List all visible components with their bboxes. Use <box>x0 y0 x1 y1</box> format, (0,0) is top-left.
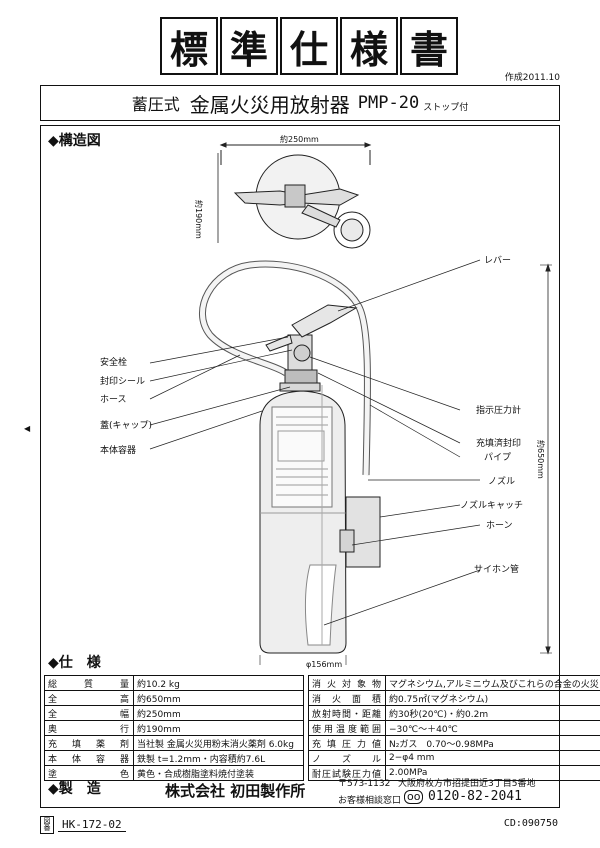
label-cap: 蓋(キャップ) <box>100 421 153 431</box>
title-char-4: 様 <box>340 17 398 75</box>
spec-row: 消火対象物マグネシウム,アルミニウム及びこれらの合金の火災 <box>307 675 600 691</box>
subtitle-main: 金属火災用放射器 <box>189 92 350 117</box>
label-pipe: パイプ <box>484 453 512 463</box>
spec-value: N₂ガス 0.70〜0.98MPa <box>385 735 600 751</box>
spec-value: 約10.2 kg <box>133 675 304 691</box>
doc-number: 図番 HK-172-02 <box>40 816 126 834</box>
label-safety-pin: 安全栓 <box>100 358 128 368</box>
zuban-label: 図番 <box>40 816 54 834</box>
freedial-icon: oo <box>404 790 424 804</box>
subtitle-prefix: 蓄圧式 <box>131 95 180 114</box>
spec-value: −30℃〜＋40℃ <box>385 720 600 736</box>
spec-row: 使用温度範囲−30℃〜＋40℃ <box>307 720 600 736</box>
structure-drawing <box>149 142 552 665</box>
spec-label: 充填薬剤 <box>44 735 134 751</box>
spec-label: 使用温度範囲 <box>307 720 387 736</box>
dim-depth: 約190mm <box>194 200 203 239</box>
spec-value: 約30秒(20℃)・約0.2m <box>385 705 600 721</box>
spec-value: 約0.75㎡(マグネシウム) <box>385 690 600 706</box>
spec-row: 放射時間・距離約30秒(20℃)・約0.2m <box>307 705 600 721</box>
spec-table-right: 消火対象物マグネシウム,アルミニウム及びこれらの合金の火災消火面積約0.75㎡(… <box>307 675 600 781</box>
label-seal: 封印シール <box>100 377 146 387</box>
title-char-2: 準 <box>220 17 278 75</box>
spec-label: 消火対象物 <box>307 675 387 691</box>
doc-number-value: HK-172-02 <box>58 818 126 832</box>
maker-postal: 〒573-1132 <box>338 779 391 789</box>
spec-value: 当社製 金属火災用粉末消火薬剤 6.0kg <box>133 735 304 751</box>
label-lever: レバー <box>484 256 512 266</box>
spec-value: 2.00MPa <box>385 765 600 781</box>
label-nozzle: ノズル <box>488 477 516 487</box>
spec-row: 奥行約190mm <box>44 720 304 736</box>
title-char-1: 標 <box>160 17 218 75</box>
label-horn: ホーン <box>486 521 513 531</box>
spec-row: 総質量約10.2 kg <box>44 675 304 691</box>
product-title: 蓄圧式 金属火災用放射器 PMP-20 ストップ付 <box>40 85 560 121</box>
label-nozzle-catch: ノズルキャッチ <box>460 501 524 511</box>
spec-row: 塗色黄色・合成樹脂塗料焼付塗装 <box>44 765 304 781</box>
label-body: 本体容器 <box>100 446 137 456</box>
cd-code: CD:090750 <box>503 818 558 829</box>
subtitle-suffix: ストップ付 <box>423 102 469 113</box>
dim-width: 約250mm <box>280 135 319 144</box>
spec-value: 約250mm <box>133 705 304 721</box>
spec-label: 塗色 <box>44 765 134 781</box>
label-gauge: 指示圧力計 <box>476 406 522 416</box>
spec-heading: ◆仕 様 <box>48 655 101 671</box>
spec-label: 充填圧力値 <box>307 735 387 751</box>
title-char-3: 仕 <box>280 17 338 75</box>
title-char-5: 書 <box>400 17 458 75</box>
spec-row: 本体容器鉄製 t=1.2mm・内容積約7.6L <box>44 750 304 766</box>
spec-value: 鉄製 t=1.2mm・内容積約7.6L <box>133 750 304 766</box>
spec-label: 全高 <box>44 690 134 706</box>
spec-label: 放射時間・距離 <box>307 705 387 721</box>
spec-value: マグネシウム,アルミニウム及びこれらの合金の火災 <box>385 675 600 691</box>
main-frame <box>40 125 560 808</box>
spec-row: 充填薬剤当社製 金属火災用粉末消火薬剤 6.0kg <box>44 735 304 751</box>
label-hose: ホース <box>100 395 127 405</box>
label-siphon: サイホン管 <box>474 565 520 575</box>
spec-row: 消火面積約0.75㎡(マグネシウム) <box>307 690 600 706</box>
spec-value: 約190mm <box>133 720 304 736</box>
maker-heading: ◆製 造 <box>48 781 101 797</box>
spec-label: 奥行 <box>44 720 134 736</box>
spec-row: 全幅約250mm <box>44 705 304 721</box>
spec-label: 耐圧試験圧力値 <box>307 765 387 781</box>
creation-date: 作成2011.10 <box>504 73 560 83</box>
label-inspected-seal: 充填済封印 <box>476 439 522 449</box>
structure-heading: ◆構造図 <box>48 133 101 149</box>
spec-row: 全高約650mm <box>44 690 304 706</box>
spec-value: 約650mm <box>133 690 304 706</box>
maker-name: 株式会社 初田製作所 <box>165 782 306 800</box>
dim-diameter: φ156mm <box>306 660 343 669</box>
spec-label: 本体容器 <box>44 750 134 766</box>
subtitle-model: PMP-20 <box>357 93 420 113</box>
spec-label: 消火面積 <box>307 690 387 706</box>
maker-window: お客様相談窓口 <box>338 796 402 806</box>
spec-label: 総質量 <box>44 675 134 691</box>
side-marker-icon: ◀ <box>24 424 31 433</box>
spec-value: 2−φ4 mm <box>385 750 600 766</box>
spec-label: ノズル <box>307 750 387 766</box>
maker-freedial: 0120-82-2041 <box>428 789 522 804</box>
dim-height: 約650mm <box>536 440 545 479</box>
spec-label: 全幅 <box>44 705 134 721</box>
spec-value: 黄色・合成樹脂塗料焼付塗装 <box>133 765 304 781</box>
maker-address: 大阪府枚方市招提田近3丁目5番地 <box>398 779 536 789</box>
